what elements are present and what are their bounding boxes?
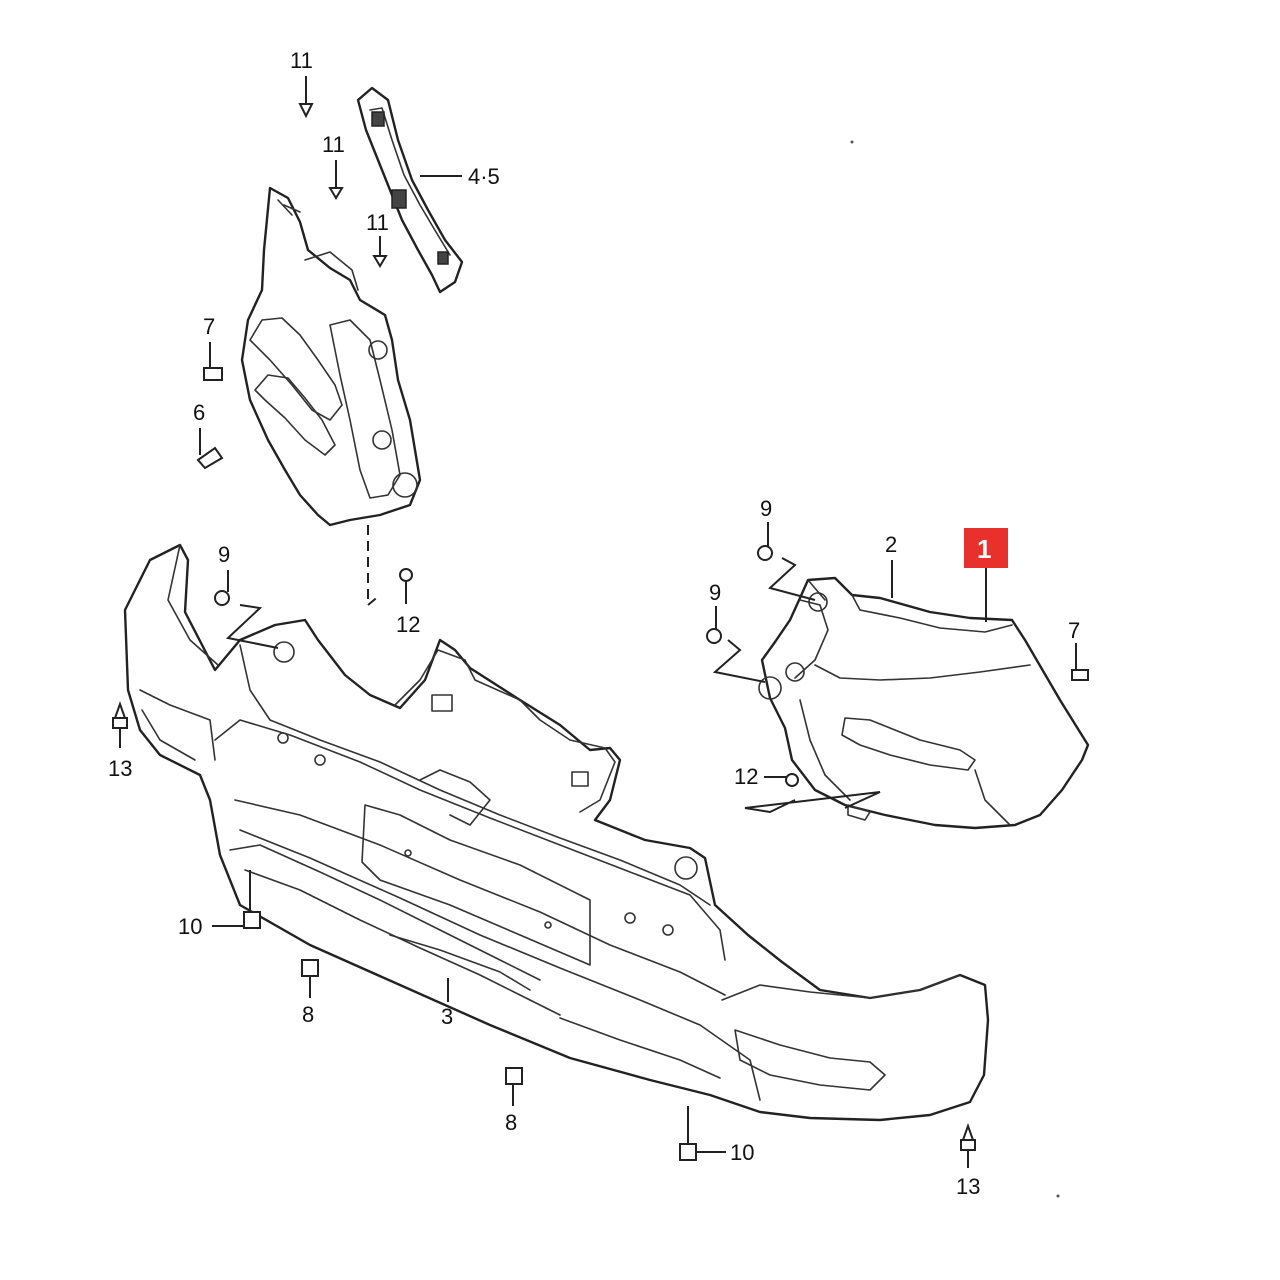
- bumper-corner-part-1-2[interactable]: [758, 576, 1090, 830]
- callout-labels: 11 11 11 4·5 7 6 9 12 13 9 9 2 7 12 10 8…: [108, 48, 1080, 1199]
- hardware-fasteners: [112, 76, 1089, 1168]
- callout-11c: 11: [366, 210, 389, 235]
- callout-13a: 13: [108, 756, 132, 781]
- callout-9a: 9: [218, 542, 230, 567]
- bolt-10a-icon: [212, 870, 261, 929]
- screw-9a-icon: [214, 570, 230, 606]
- pushpin-13b-icon: [960, 1123, 976, 1168]
- highlight-callout-1[interactable]: 1: [964, 528, 1008, 568]
- callout-10a: 10: [178, 914, 202, 939]
- callout-12a: 12: [396, 612, 420, 637]
- connection-lines: [225, 525, 881, 814]
- clip-12b-icon: [764, 773, 799, 787]
- screw-9b-icon: [757, 522, 773, 561]
- callout-7b: 7: [1068, 618, 1080, 643]
- callout-13b: 13: [956, 1174, 980, 1199]
- callout-6: 6: [193, 400, 205, 425]
- clip-7a-icon: [203, 342, 223, 381]
- clip-11b-icon: [328, 160, 344, 200]
- callout-11b: 11: [322, 132, 345, 157]
- leader-lines: [420, 175, 987, 1002]
- highlight-box: [964, 528, 1008, 568]
- callout-11a: 11: [290, 48, 313, 73]
- highlight-label: 1: [977, 534, 991, 564]
- callout-9c: 9: [709, 580, 721, 605]
- screw-9c-icon: [706, 606, 722, 644]
- callout-9b: 9: [760, 496, 772, 521]
- callout-10b: 10: [730, 1140, 754, 1165]
- bracket-part-4-5[interactable]: [356, 86, 464, 294]
- callout-2: 2: [885, 532, 897, 557]
- front-bumper-part-3[interactable]: [123, 543, 990, 1122]
- clip-8a-icon: [301, 959, 319, 998]
- screw-6-icon: [196, 428, 224, 470]
- clip-12a-icon: [399, 568, 413, 604]
- clip-8b-icon: [505, 1067, 523, 1106]
- callout-8b: 8: [505, 1110, 517, 1135]
- clip-11c-icon: [372, 236, 388, 268]
- callout-12b: 12: [734, 764, 758, 789]
- side-bracket-part[interactable]: [240, 186, 422, 527]
- clip-7b-icon: [1071, 643, 1089, 681]
- callout-7a: 7: [203, 314, 215, 339]
- clip-11a-icon: [298, 76, 314, 119]
- bolt-10b-icon: [679, 1106, 726, 1161]
- pushpin-13a-icon: [112, 701, 128, 748]
- callout-3: 3: [441, 1004, 453, 1029]
- callout-8a: 8: [302, 1002, 314, 1027]
- callout-4-5: 4·5: [468, 164, 500, 189]
